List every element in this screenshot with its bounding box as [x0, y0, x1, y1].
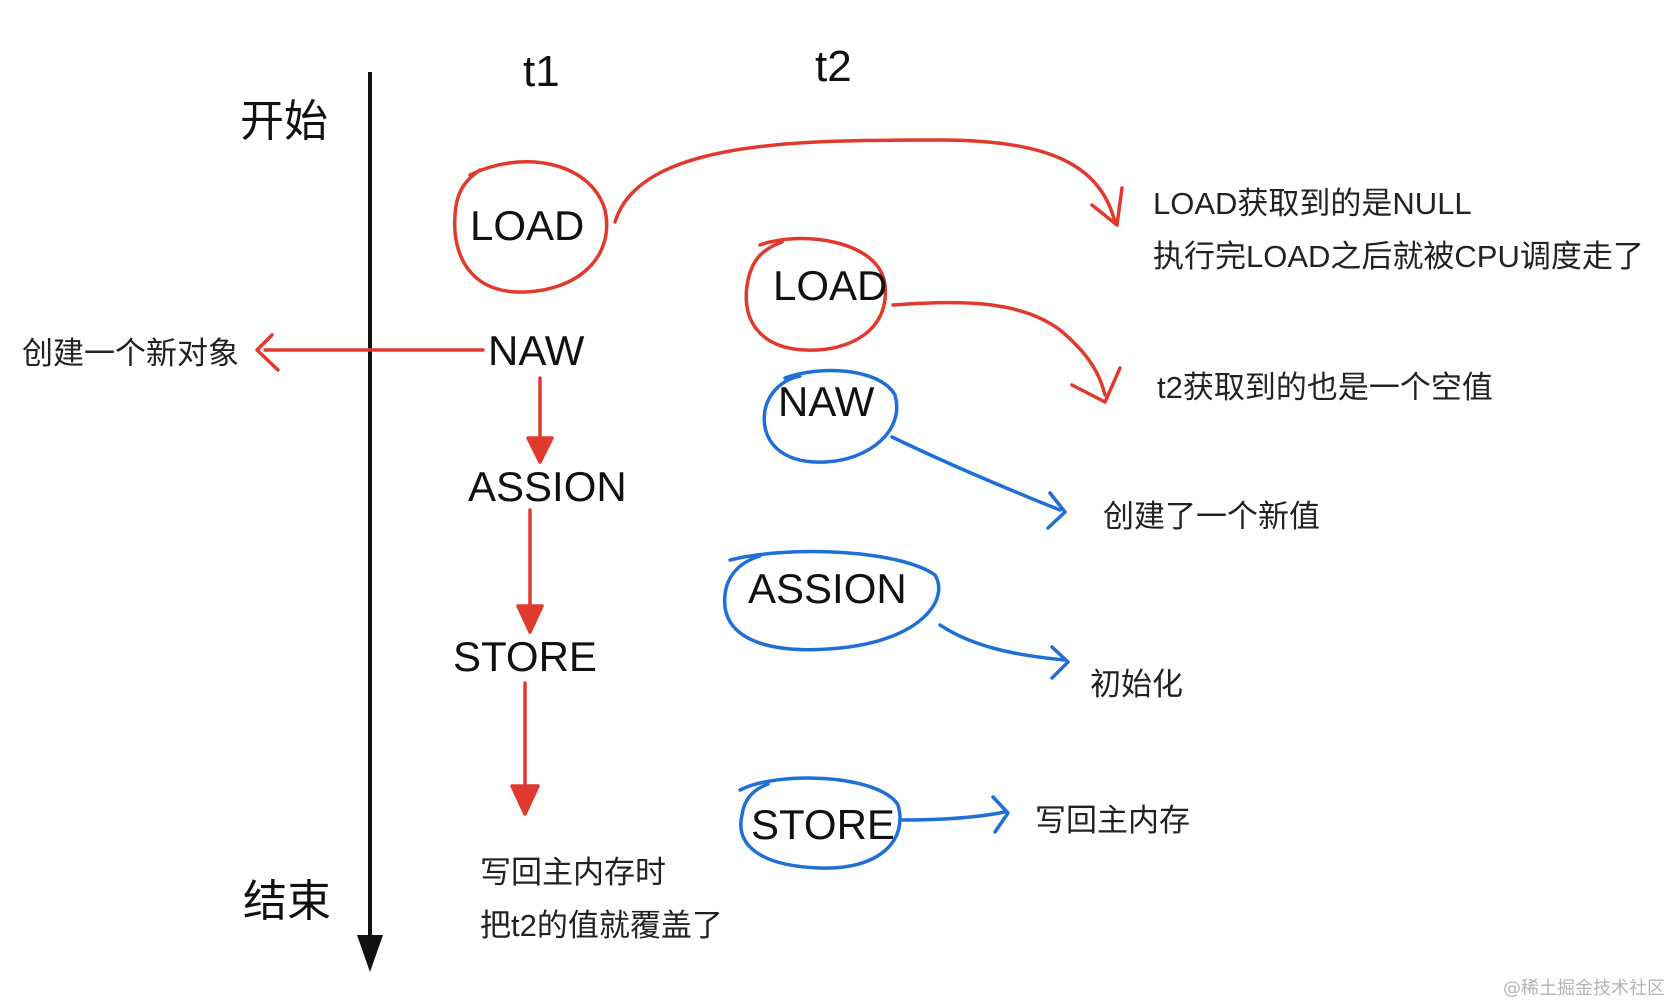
t2-step-store: STORE: [751, 801, 895, 848]
t1-load-arrowhead: [1090, 186, 1124, 227]
t1-step-store: STORE: [453, 633, 597, 680]
note-t1-new: 创建一个新对象: [22, 336, 239, 371]
note-t2-load: t2获取到的也是一个空值: [1157, 370, 1493, 405]
thread-t1-header: t1: [523, 47, 560, 96]
note-t1-load-line2: 执行完LOAD之后就被CPU调度走了: [1153, 239, 1644, 274]
t2-load-curve: [891, 300, 1107, 397]
time-axis-arrowhead: [357, 935, 383, 972]
watermark: @稀土掘金技术社区: [1503, 978, 1665, 999]
t2-store-curve: [901, 810, 1007, 822]
t1-step-load: LOAD: [470, 202, 585, 249]
t2-load-circle: [744, 236, 888, 352]
thread-t2-header: t2: [815, 42, 852, 91]
t1-load-circle: [452, 160, 609, 294]
note-t1-store-line2: 把t2的值就覆盖了: [480, 908, 723, 943]
time-end-label: 结束: [243, 877, 331, 926]
t2-assign-circle: [723, 549, 941, 652]
t1-load-curve: [613, 138, 1117, 224]
t2-load-arrowhead: [1070, 366, 1122, 404]
t1-annotations: [255, 138, 1124, 816]
note-t1-load-line1: LOAD获取到的是NULL: [1153, 186, 1472, 221]
t2-step-assign: ASSION: [748, 565, 907, 612]
t2-step-load: LOAD: [773, 262, 888, 309]
t1-arrow-assign-to-store-head: [516, 604, 544, 634]
t2-new-arrowhead: [1046, 491, 1067, 530]
t2-annotations: [723, 368, 1070, 870]
note-t2-store: 写回主内存: [1035, 803, 1190, 838]
time-axis: [357, 72, 383, 972]
t2-step-new: NAW: [778, 378, 875, 425]
t1-step-assign: ASSION: [468, 463, 627, 510]
note-t2-assign: 初始化: [1090, 667, 1183, 702]
t1-new-arrowhead: [255, 333, 280, 372]
t2-store-circle: [738, 776, 902, 870]
t2-new-curve: [890, 435, 1062, 512]
note-t2-new: 创建了一个新值: [1103, 499, 1320, 534]
t2-assign-arrowhead: [1050, 645, 1070, 680]
t1-step-new: NAW: [488, 327, 585, 374]
time-start-label: 开始: [240, 97, 328, 146]
note-t1-store-line1: 写回主内存时: [480, 855, 666, 890]
t1-arrow-store-to-note-head: [510, 784, 540, 816]
t2-new-circle: [762, 368, 899, 464]
t1-arrow-new-to-assign-head: [526, 436, 554, 464]
t2-store-arrowhead: [991, 795, 1010, 834]
t2-assign-curve: [938, 623, 1067, 662]
